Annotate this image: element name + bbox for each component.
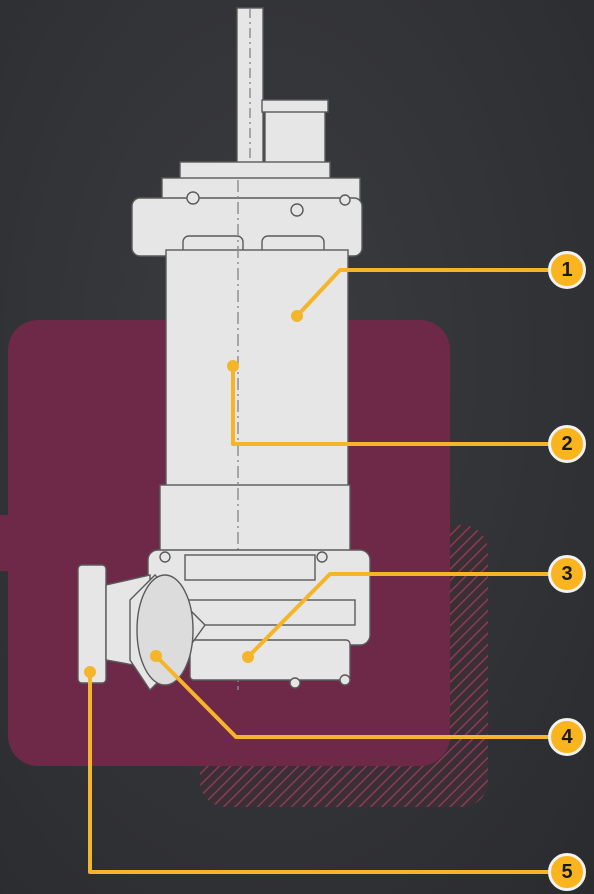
callout-dot-3 — [242, 651, 254, 663]
callout-dot-2 — [227, 360, 239, 372]
callout-badge-4: 4 — [548, 718, 586, 756]
callout-line-1 — [295, 268, 550, 318]
callout-lines — [88, 268, 550, 874]
callout-line-3 — [246, 572, 550, 659]
callout-label-2: 2 — [561, 433, 573, 455]
callout-badge-5: 5 — [548, 853, 586, 891]
callout-label-5: 5 — [561, 861, 573, 883]
pump-illustration — [77, 7, 371, 692]
callout-line-5 — [88, 672, 550, 874]
discharge-flange — [77, 564, 107, 684]
callout-label-1: 1 — [561, 259, 573, 281]
callout-badge-3: 3 — [548, 555, 586, 593]
callout-dot-5 — [84, 666, 96, 678]
callout-line-4 — [154, 654, 550, 739]
callout-badge-1: 1 — [548, 251, 586, 289]
callout-badge-2: 2 — [548, 425, 586, 463]
left-edge-tab — [0, 515, 12, 571]
callout-label-4: 4 — [561, 726, 573, 748]
callout-dot-1 — [291, 310, 303, 322]
callout-label-3: 3 — [561, 563, 573, 585]
callout-dot-4 — [150, 650, 162, 662]
motor-housing — [165, 249, 349, 491]
callout-dots — [84, 310, 303, 678]
callout-line-2 — [231, 366, 550, 446]
